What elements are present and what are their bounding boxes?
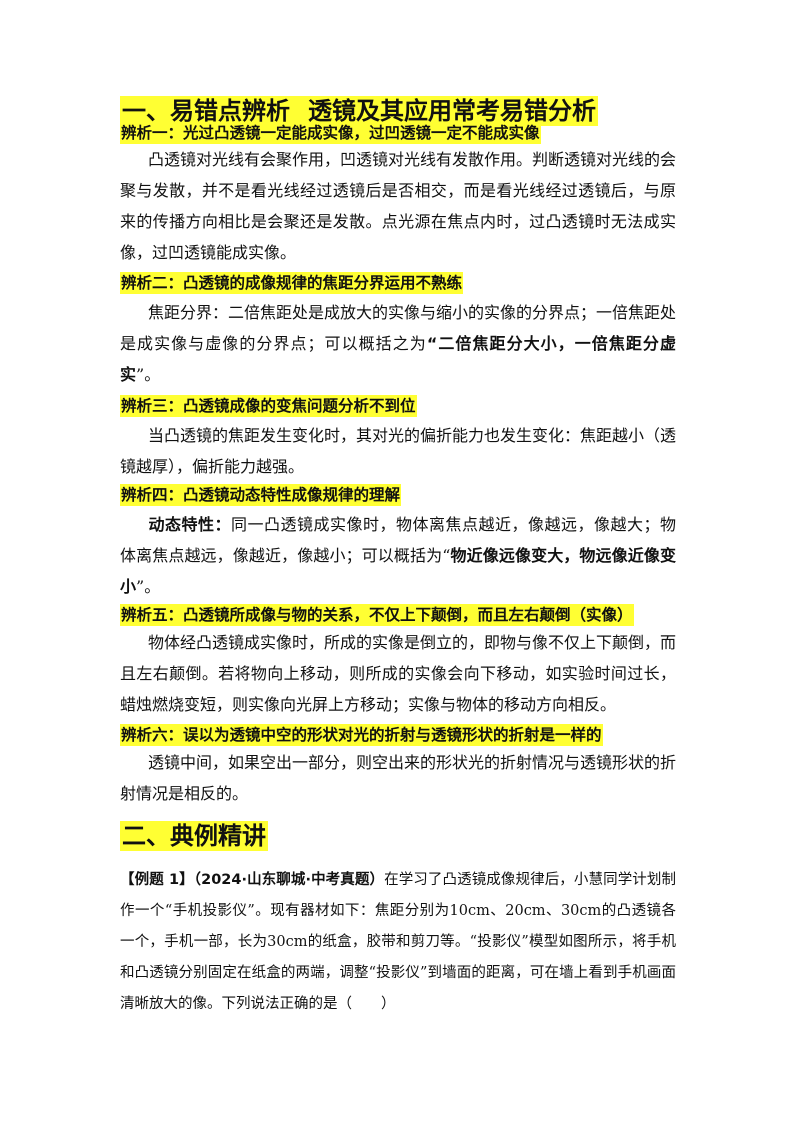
example-1-label: 【例题 1】 — [120, 872, 194, 888]
item-2-body: 焦距分界：二倍焦距处是成放大的实像与缩小的实像的分界点；一倍焦距处是成实像与虚像… — [120, 297, 676, 390]
item-4-body: 动态特性：同一凸透镜成实像时，物体离焦点越近，像越远，像越大；物体离焦点越远，像… — [120, 509, 676, 602]
item-4-body-post: ”。 — [136, 577, 161, 596]
example-1-body: 在学习了凸透镜成像规律后，小慧同学计划制作一个“手机投影仪”。现有器材如下：焦距… — [120, 872, 677, 1012]
item-2-body-pre: 焦距分界：二倍焦距处是成放大的实像与缩小的实像的分界点；一倍焦距处是成实像与虚像… — [120, 303, 677, 353]
item-1-heading: 辨析一：光过凸透镜一定能成实像，过凹透镜一定不能成实像 — [120, 122, 541, 144]
item-1-body-text: 凸透镜对光线有会聚作用，凹透镜对光线有发散作用。判断透镜对光线的会聚与发散，并不… — [120, 150, 677, 262]
item-4-body-lead: 动态特性： — [148, 515, 231, 534]
item-2-body-bold: “二倍焦距分大小，一倍焦距分虚实 — [120, 334, 676, 384]
item-6-heading: 辨析六：误以为透镜中空的形状对光的折射与透镜形状的折射是一样的 — [120, 724, 603, 746]
section-1-subtitle: 透镜及其应用常考易错分析 — [308, 97, 596, 125]
item-5-body: 物体经凸透镜成实像时，所成的实像是倒立的，即物与像不仅上下颠倒，而且左右颠倒。若… — [120, 627, 676, 720]
item-3-heading: 辨析三：凸透镜成像的变焦问题分析不到位 — [120, 395, 417, 417]
item-4-body-bold: 物近像远像变大，物远像近像变小 — [120, 546, 676, 596]
item-6-body-text: 透镜中间，如果空出一部分，则空出来的形状光的折射情况与透镜形状的折射情况是相反的… — [120, 753, 677, 803]
item-2-heading: 辨析二：凸透镜的成像规律的焦距分界运用不熟练 — [120, 272, 464, 294]
item-4-body-pre: 同一凸透镜成实像时，物体离焦点越近，像越远，像越大；物体离焦点越远，像越近，像越… — [120, 515, 676, 565]
item-5-heading: 辨析五：凸透镜所成像与物的关系，不仅上下颠倒，而且左右颠倒（实像） — [120, 604, 634, 626]
item-1-body: 凸透镜对光线有会聚作用，凹透镜对光线有发散作用。判断透镜对光线的会聚与发散，并不… — [120, 144, 676, 268]
section-1-title-text: 一、易错点辨析 — [122, 97, 290, 125]
item-3-body-text: 当凸透镜的焦距发生变化时，其对光的偏折能力也发生变化：焦距越小（透镜越厚），偏折… — [120, 426, 677, 476]
item-4-heading: 辨析四：凸透镜动态特性成像规律的理解 — [120, 484, 402, 506]
example-1: 【例题 1】（2024·山东聊城·中考真题）在学习了凸透镜成像规律后，小慧同学计… — [120, 865, 676, 1020]
item-3-body: 当凸透镜的焦距发生变化时，其对光的偏折能力也发生变化：焦距越小（透镜越厚），偏折… — [120, 420, 676, 482]
item-5-body-text: 物体经凸透镜成实像时，所成的实像是倒立的，即物与像不仅上下颠倒，而且左右颠倒。若… — [120, 633, 677, 714]
example-1-source: （2024·山东聊城·中考真题） — [193, 872, 385, 888]
item-2-body-post: ”。 — [136, 365, 161, 384]
item-6-body: 透镜中间，如果空出一部分，则空出来的形状光的折射情况与透镜形状的折射情况是相反的… — [120, 747, 676, 809]
section-2-title: 二、典例精讲 — [120, 821, 268, 851]
section-1-title: 一、易错点辨析透镜及其应用常考易错分析 — [120, 96, 598, 126]
